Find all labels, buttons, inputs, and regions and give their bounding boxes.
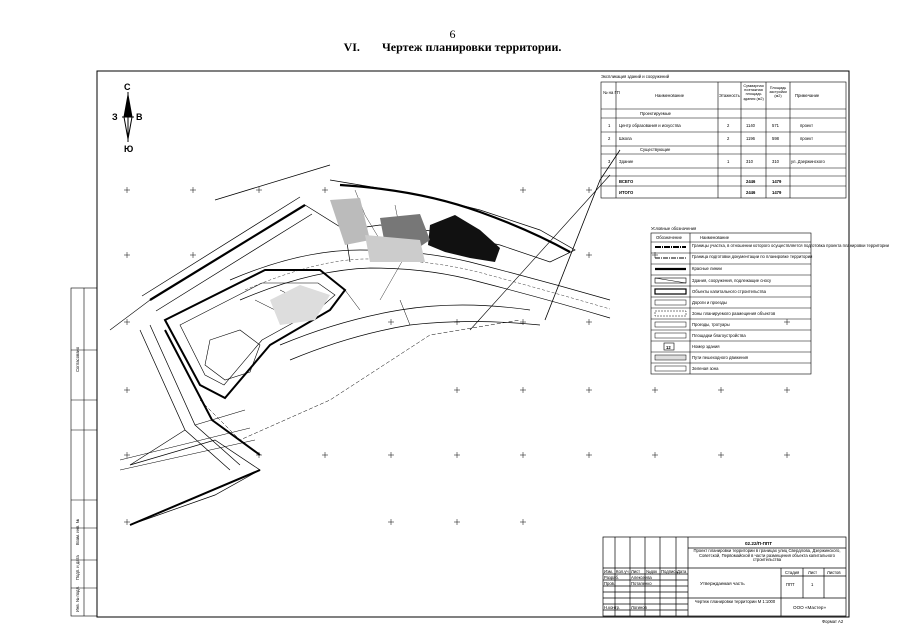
page-number: 6: [449, 27, 456, 41]
tb-role-list: Лист: [631, 569, 640, 574]
side-stamp-replace: Взам. инв. №: [75, 519, 80, 545]
expl-header-name: Наименование: [655, 93, 685, 98]
compass-east: В: [136, 112, 143, 122]
tb-person3-name: Логинов: [631, 605, 648, 610]
legend-table: [650, 232, 812, 375]
tb-format: Формат А2: [822, 619, 844, 624]
tb-sheet-label: Лист: [808, 570, 817, 575]
legend-item-3: Красные линии: [692, 266, 722, 271]
legend-item-7: Зоны планируемого размещения объектов: [692, 311, 776, 316]
tb-person2-name: Потапенко: [631, 581, 652, 586]
tb-person2-role: Пров.: [604, 581, 615, 586]
expl-row2-area: 1196: [746, 136, 756, 141]
expl-total-area: 2446: [746, 179, 756, 184]
expl-header-floors: Этажность: [719, 93, 741, 98]
legend-header-symbol: Обозначение: [656, 235, 683, 240]
tb-project-name: Проект планировки территории в границах …: [693, 549, 841, 563]
expl-row1-note: проект: [800, 123, 813, 128]
legend-item-2: Граница подготовки документации по плани…: [692, 254, 813, 259]
expl-row1-num: 1: [608, 123, 611, 128]
legend-caption: Условные обозначения: [651, 226, 696, 231]
legend-item-12: Зеленая зона: [692, 366, 719, 371]
tb-role-sign: Подпись: [661, 569, 678, 574]
expl-grand-label: ИТОГО: [619, 190, 634, 195]
expl-row1-area: 1140: [746, 123, 756, 128]
side-stamp: [70, 287, 98, 617]
tb-person1-role: Разраб.: [604, 575, 619, 580]
side-stamp-agreed: Согласовано: [75, 346, 80, 372]
expl-row3-floors: 1: [727, 159, 730, 164]
sheet-frame: [96, 70, 850, 618]
expl-header-footprint: Площадь застройки (м2): [769, 86, 787, 99]
tb-role-izm: Изм.: [604, 569, 613, 574]
compass-north: С: [124, 82, 131, 92]
tb-person3-role: Н.контр.: [604, 605, 620, 610]
expl-header-num: № на ГП: [603, 90, 620, 95]
legend-item-10: Номер здания: [692, 344, 720, 349]
expl-row3-footprint: 310: [772, 159, 780, 164]
explication-table: [600, 81, 847, 199]
expl-row2-name: Школа: [619, 136, 632, 141]
legend-item-5: Объекты капитального строительства: [692, 289, 767, 294]
compass-south: Ю: [124, 144, 133, 154]
expl-row1-name: Центр образования и искусства: [619, 123, 681, 128]
expl-group-projected: Проектируемые: [640, 111, 672, 116]
tb-organization: ООО «Мастер»: [793, 605, 826, 610]
expl-row1-floors: 2: [727, 123, 730, 128]
expl-row3-name: Здание: [619, 159, 634, 164]
expl-grand-area: 2446: [746, 190, 756, 195]
legend-item-6: Дороги и проезды: [692, 300, 727, 305]
legend-item-11: Пути пешеходного движения: [692, 355, 748, 360]
legend-header-name: Наименование: [700, 235, 730, 240]
tb-role-kol: Кол.уч: [616, 569, 629, 574]
section-title: Чертеж планировки территории.: [381, 40, 562, 54]
expl-row2-note: проект: [800, 136, 813, 141]
expl-header-area: Суммарная поэтажная площадь здания (м2): [743, 84, 764, 101]
expl-row3-note: ул. Дзержинского: [791, 159, 825, 164]
tb-drawing-title: Чертеж планировки территории М 1:1000: [694, 600, 776, 604]
section-number: VI.: [343, 40, 360, 54]
tb-role-doc: №док: [646, 569, 657, 574]
side-stamp-inv: Инв. № подл.: [75, 586, 80, 612]
tb-stage: ППТ: [786, 582, 795, 587]
legend-symbols: [654, 246, 687, 372]
compass-west: З: [112, 112, 118, 122]
title-block: [602, 536, 847, 617]
tb-doc-code: 02.22/П-ППТ: [745, 541, 772, 546]
expl-row1-footprint: 571: [772, 123, 780, 128]
expl-grand-footprint: 1479: [772, 190, 782, 195]
tb-object: Утверждаемая часть: [700, 581, 745, 586]
side-stamp-sign-date: Подп. и дата: [75, 555, 80, 580]
compass-rose: [122, 92, 134, 142]
legend-item-9: Площадки благоустройства: [692, 333, 746, 338]
tb-person1-name: Алексеева: [631, 575, 652, 580]
existing-building-mass: [270, 198, 500, 325]
site-plan: [109, 149, 621, 526]
legend-number-symbol: 12: [666, 345, 671, 350]
expl-group-existing: Существующие: [640, 147, 671, 152]
expl-header-note: Примечание: [795, 93, 820, 98]
expl-total-footprint: 1479: [772, 179, 782, 184]
tb-stage-label: Стадия: [785, 570, 799, 575]
legend-item-8: Проезды, тротуары: [692, 322, 730, 327]
expl-row2-num: 2: [608, 136, 611, 141]
expl-total-label: ВСЕГО: [619, 179, 634, 184]
expl-row3-area: 310: [746, 159, 754, 164]
page-title: VI. Чертеж планировки территории.: [0, 40, 905, 55]
expl-row2-footprint: 598: [772, 136, 780, 141]
expl-row3-num: 3: [608, 159, 611, 164]
expl-row2-floors: 2: [727, 136, 730, 141]
legend-item-1: Границы участка, в отношении которого ос…: [692, 243, 890, 248]
explication-caption: Экспликация зданий и сооружений: [601, 74, 670, 79]
legend-item-4: Здания, сооружения, подлежащие сносу: [692, 278, 772, 283]
tb-role-date: Дата: [677, 569, 687, 574]
tb-sheets-label: Листов: [827, 570, 841, 575]
tb-sheet-num: 1: [811, 582, 814, 587]
